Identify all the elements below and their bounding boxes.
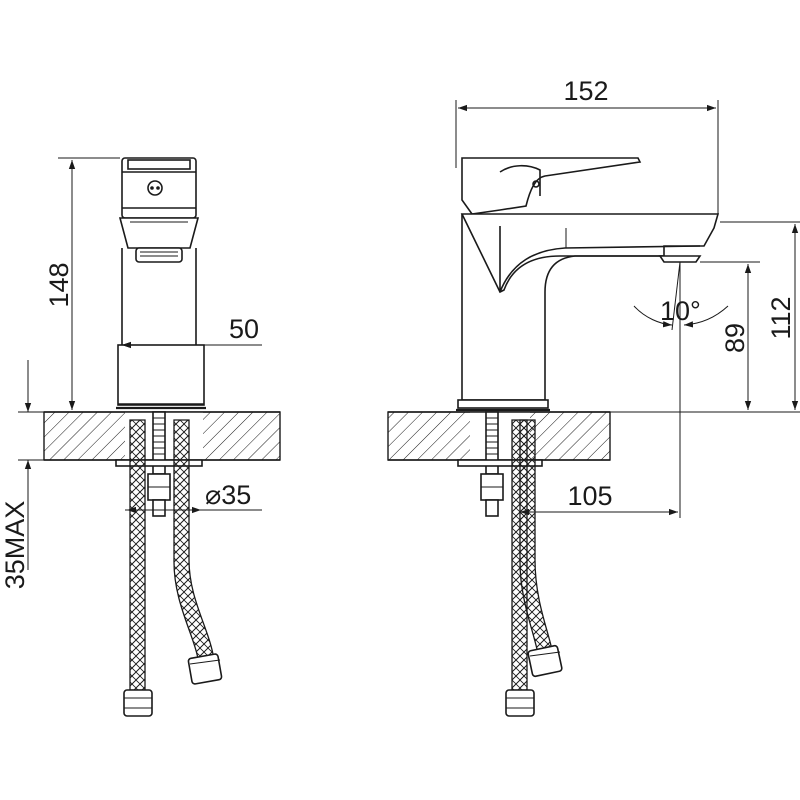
hose-front-left	[123, 419, 153, 717]
label-body-width: 50	[229, 314, 259, 344]
dim-max-counter-thickness: 35MAX	[0, 360, 44, 589]
dim-hole-diameter: ⌀35	[125, 480, 262, 514]
countertop-side	[387, 411, 611, 461]
dim-total-height: 148	[44, 157, 120, 410]
dim-total-length: 152	[455, 76, 719, 214]
label-spray-angle: 10°	[660, 296, 701, 326]
dim-spout-height: 112	[548, 221, 800, 413]
mounting-stud-front	[115, 411, 203, 517]
front-view: 148 50 ⌀35 35MAX	[0, 157, 281, 717]
label-spout-reach: 105	[567, 481, 612, 511]
label-total-height: 148	[44, 262, 74, 307]
label-total-length: 152	[563, 76, 608, 106]
hose-front-right	[173, 419, 223, 685]
hose-side-second	[519, 419, 563, 678]
dim-body-width: 50	[122, 314, 262, 349]
label-hole-diameter: ⌀35	[205, 480, 251, 510]
label-max-counter-thickness: 35MAX	[0, 501, 30, 590]
dim-aerator-height: 89	[700, 261, 760, 410]
mounting-stud-side	[457, 411, 543, 517]
faucet-body-front	[116, 157, 206, 410]
side-view: 152 112 89 10° 105	[387, 76, 800, 717]
faucet-body-side	[456, 157, 720, 412]
label-aerator-height: 89	[720, 323, 750, 353]
dim-spout-reach: 105	[520, 481, 678, 516]
dim-spray-angle: 10°	[633, 261, 729, 518]
label-spout-height: 112	[766, 296, 796, 339]
